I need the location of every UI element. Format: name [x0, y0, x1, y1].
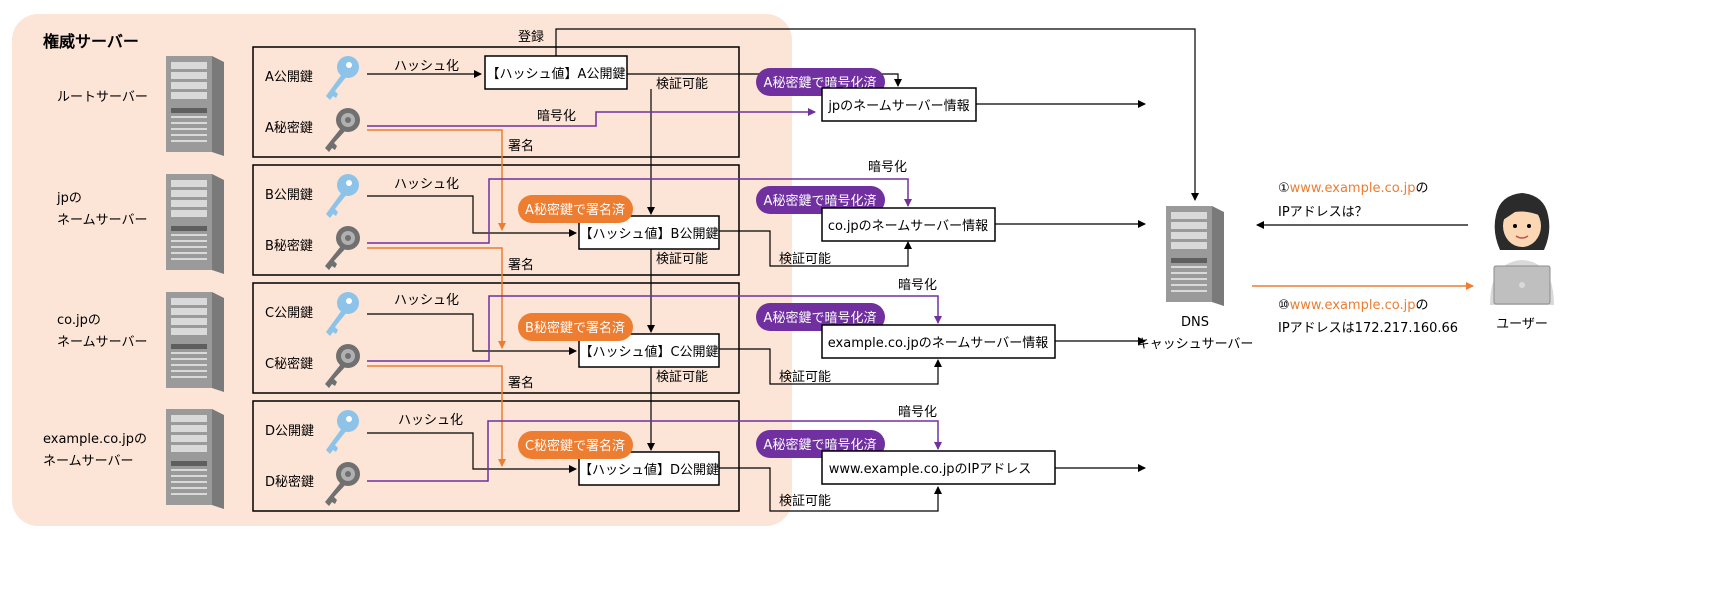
server-label-example-1: example.co.jpの [43, 432, 147, 447]
user-icon [1490, 193, 1554, 305]
zone-box-a [252, 46, 740, 158]
server-icon-jp [166, 174, 224, 274]
signed-badge-text-c: C秘密鍵で署名済 [525, 438, 625, 454]
verifiable-label-info-d: 検証可能 [779, 494, 831, 509]
verifiable-label-zone-c: 検証可能 [656, 370, 708, 385]
hash-box-text-a: 【ハッシュ値】A公開鍵 [487, 66, 626, 82]
sign-label-c: 署名 [508, 375, 534, 391]
info-box-d [821, 450, 1056, 485]
query-line-2: IPアドレスは？ [1278, 205, 1368, 220]
info-box-a [821, 87, 977, 122]
info-box-c [821, 324, 1056, 359]
sign-label-b: 署名 [508, 257, 534, 273]
hash-box-text-d: 【ハッシュ値】D公開鍵 [579, 462, 719, 478]
zone-box-c [252, 282, 740, 394]
encrypted-badge-text-b: A秘密鍵で暗号化済 [764, 193, 877, 209]
server-label-example-2: ネームサーバー [43, 454, 133, 469]
encrypt-label-a: 暗号化 [537, 109, 576, 124]
register-label: 登録 [518, 30, 544, 45]
encrypted-badge-text-d: A秘密鍵で暗号化済 [764, 437, 877, 453]
verifiable-label-info-c: 検証可能 [779, 370, 831, 385]
info-box-text-b: co.jpのネームサーバー情報 [828, 219, 988, 234]
dns-cache-server-icon [1166, 206, 1224, 306]
answer-line-1: ⑩www.example.co.jpの [1278, 298, 1428, 313]
private-key-label-d: D秘密鍵 [265, 474, 314, 490]
encrypt-label-b: 暗号化 [868, 160, 907, 175]
server-label-jp-2: ネームサーバー [57, 213, 147, 228]
private-key-label-c: C秘密鍵 [265, 356, 313, 372]
answer-domain: www.example.co.jp [1290, 298, 1416, 313]
hash-arrow-d [367, 432, 577, 473]
verify-link-c [719, 348, 942, 385]
public-key-label-a: A公開鍵 [265, 69, 313, 85]
dns-cache-label-1: DNS [1181, 315, 1209, 330]
signed-badge-text-b: B秘密鍵で署名済 [525, 320, 625, 336]
server-icon-root [166, 56, 224, 156]
info-box-b [821, 207, 996, 242]
query-line-1: ①www.example.co.jpの [1278, 181, 1428, 196]
sign-arrow-c [367, 365, 506, 467]
zone-box-d [252, 400, 740, 512]
server-label-jp-1: jpの [56, 191, 82, 206]
user-label: ユーザー [1496, 317, 1548, 332]
encrypt-arrow-c [367, 295, 942, 362]
verifiable-label-zone-b: 検証可能 [656, 252, 708, 267]
query-domain: www.example.co.jp [1290, 181, 1416, 196]
server-label-cojp-1: co.jpの [57, 313, 101, 328]
encrypt-label-d: 暗号化 [898, 405, 937, 420]
encrypted-badge-c [756, 303, 885, 331]
signed-badge-text-a: A秘密鍵で署名済 [525, 202, 625, 218]
answer-line-2: IPアドレスは172.217.160.66 [1278, 321, 1458, 336]
sign-arrow-a [367, 129, 506, 231]
hash-label-c: ハッシュ化 [394, 293, 459, 308]
signed-badge-b [518, 313, 633, 341]
register-arrow [555, 28, 1199, 201]
encrypt-arrow-d [367, 420, 942, 482]
hash-label-b: ハッシュ化 [394, 177, 459, 192]
authority-title: 権威サーバー [43, 32, 139, 51]
encrypt-label-c: 暗号化 [898, 278, 937, 293]
verify-link-d [719, 467, 942, 512]
hash-label-d: ハッシュ化 [398, 413, 463, 428]
hash-box-text-b: 【ハッシュ値】B公開鍵 [580, 226, 719, 242]
info-box-text-d: www.example.co.jpのIPアドレス [829, 462, 1031, 477]
encrypted-badge-text-a: A秘密鍵で暗号化済 [764, 75, 877, 91]
private-key-label-b: B秘密鍵 [265, 238, 313, 254]
hash-arrow-b [367, 195, 577, 237]
answer-number: ⑩ [1278, 298, 1290, 313]
private-key-label-a: A秘密鍵 [265, 120, 313, 136]
verifiable-label-info-b: 検証可能 [779, 252, 831, 267]
verifiable-label-zone-a: 検証可能 [656, 77, 708, 92]
info-box-text-c: example.co.jpのネームサーバー情報 [828, 336, 1048, 351]
signed-badge-c [518, 431, 633, 459]
public-key-label-b: B公開鍵 [265, 187, 313, 203]
public-key-label-c: C公開鍵 [265, 305, 313, 321]
answer-suffix: の [1415, 298, 1428, 313]
server-icon-cojp [166, 292, 224, 392]
hash-box-text-c: 【ハッシュ値】C公開鍵 [579, 344, 718, 360]
verify-link-b [719, 230, 912, 267]
server-label-cojp-2: ネームサーバー [57, 335, 147, 350]
dns-cache-label-2: キャッシュサーバー [1137, 337, 1254, 352]
encrypted-badge-text-c: A秘密鍵で暗号化済 [764, 310, 877, 326]
public-key-label-d: D公開鍵 [265, 423, 314, 439]
server-label-root: ルートサーバー [57, 90, 148, 105]
hash-box-a [484, 55, 628, 90]
query-number: ① [1278, 181, 1290, 196]
server-icon-example [166, 409, 224, 509]
zone-box-b [252, 164, 740, 276]
encrypt-arrow-a [367, 108, 816, 127]
encrypt-arrow-b [367, 178, 912, 244]
info-box-text-a: jpのネームサーバー情報 [827, 99, 969, 114]
query-suffix: の [1415, 181, 1428, 196]
signed-badge-a [518, 195, 633, 223]
encrypted-badge-b [756, 186, 885, 214]
sign-label-a: 署名 [508, 138, 534, 154]
hash-arrow-c [367, 313, 577, 355]
hash-label-a: ハッシュ化 [394, 59, 459, 74]
sign-arrow-b [367, 247, 506, 349]
verify-link-a [627, 73, 902, 87]
